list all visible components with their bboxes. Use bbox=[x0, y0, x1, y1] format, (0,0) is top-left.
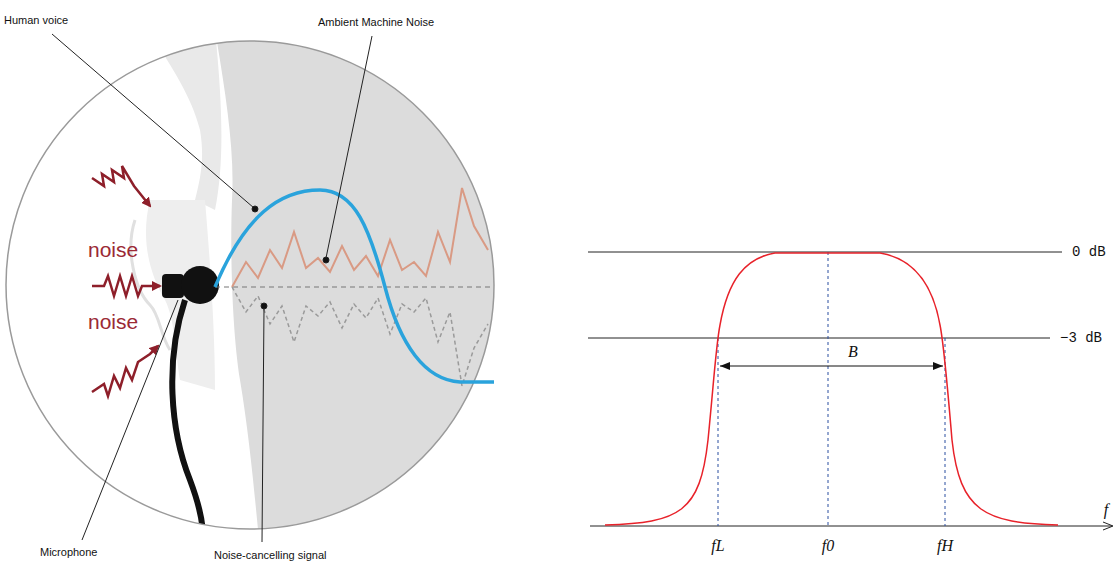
noise-arrows bbox=[92, 166, 160, 396]
axis-label: f bbox=[1104, 501, 1108, 519]
part-label: Noise-cancelling signal bbox=[214, 549, 327, 562]
frequency-label: fL bbox=[711, 537, 724, 555]
frequency-label: f0 bbox=[822, 537, 834, 555]
machine-noise-wave bbox=[232, 188, 488, 287]
filter-graph bbox=[588, 252, 1112, 526]
bandwidth-label: B bbox=[848, 343, 858, 361]
leader-lines bbox=[52, 34, 372, 542]
zero-line bbox=[215, 286, 494, 287]
part-label: Microphone bbox=[40, 546, 97, 559]
noise-label: noise bbox=[88, 238, 138, 262]
level-label: −3 dB bbox=[1060, 330, 1102, 346]
voice-wave bbox=[215, 190, 494, 382]
level-label: 0 dB bbox=[1072, 244, 1106, 260]
noise-label: noise bbox=[88, 310, 138, 334]
frequency-label: fH bbox=[937, 537, 953, 555]
part-label: Human voice bbox=[4, 14, 68, 27]
noise-cancelling-wave bbox=[232, 287, 488, 386]
part-label: Ambient Machine Noise bbox=[318, 16, 434, 29]
head-illustration bbox=[0, 30, 500, 560]
